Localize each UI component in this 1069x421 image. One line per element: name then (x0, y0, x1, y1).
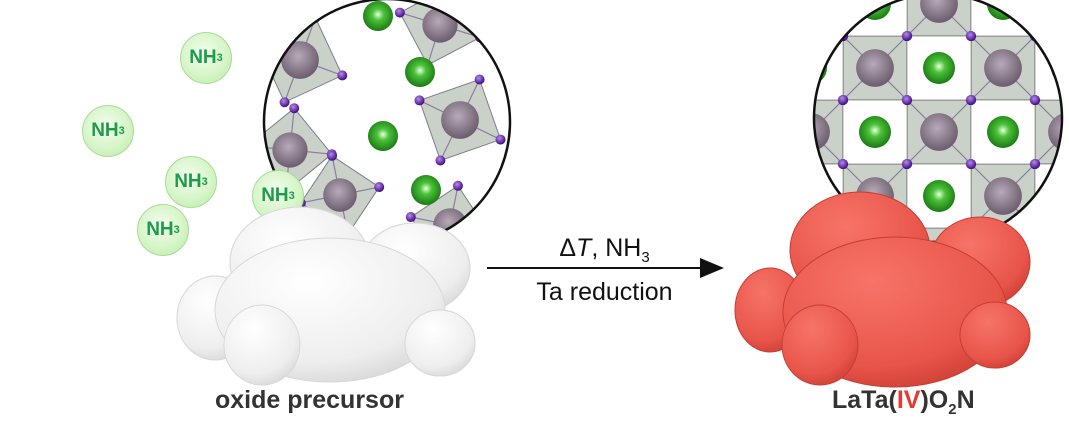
o-atom (902, 30, 913, 41)
o-atom (902, 95, 913, 106)
ta-atom (1048, 241, 1062, 242)
o-atom (374, 182, 385, 193)
ta-atom (814, 113, 830, 151)
oxide-precursor-particles (176, 206, 476, 386)
o-atom (414, 95, 425, 106)
ta-atom (422, 7, 458, 43)
ta-atom (323, 178, 357, 212)
la-atom (363, 1, 393, 31)
ta-o-bond (1034, 0, 1062, 5)
la-atom (368, 121, 398, 151)
ta-o-bond (496, 46, 510, 61)
o-atom (1030, 95, 1041, 106)
ta-atom (1048, 113, 1062, 151)
o-atom (966, 159, 977, 170)
ta-atom (272, 132, 308, 168)
la-atom (859, 116, 891, 148)
ta-atom (856, 49, 894, 87)
o-atom (838, 159, 849, 170)
o-atom (279, 97, 290, 108)
la-atom (923, 180, 955, 212)
la-atom (1051, 180, 1062, 212)
o-atom (243, 141, 253, 151)
ta-o-bond (449, 224, 490, 234)
ta-o-bond (540, 60, 583, 73)
ta-o-bond (540, 17, 553, 60)
o-atom (1029, 222, 1040, 233)
la-atom (923, 52, 955, 84)
oxide-precursor-label: oxide precursor (215, 386, 404, 414)
o-atom (966, 94, 977, 105)
ta-o-bond (779, 132, 811, 164)
o-atom (522, 98, 532, 108)
o-atom (435, 155, 446, 166)
ta-o-bond (814, 0, 844, 5)
ta-o-bond (779, 0, 811, 4)
ta-atom (521, 41, 559, 79)
o-atom (902, 158, 913, 169)
o-atom (838, 94, 849, 105)
o-atom (966, 31, 977, 42)
la-atom (405, 57, 435, 87)
o-atom (327, 150, 338, 161)
la-atom (814, 52, 827, 84)
o-atom (253, 40, 263, 50)
tao6-octahedron (814, 0, 844, 37)
o-atom (394, 7, 405, 18)
ta-o-bond (527, 60, 540, 103)
tao6-octahedron (496, 16, 510, 104)
reaction-description: Ta reduction (536, 278, 673, 306)
tao6-octahedron (1034, 227, 1062, 242)
product-label: LaTa(IV)O2N (832, 386, 975, 418)
o-atom (1030, 158, 1041, 169)
o-atom (405, 212, 416, 223)
ta-o-bond (814, 3, 844, 37)
ta-atom (814, 0, 830, 23)
ta-o-bond (1034, 227, 1062, 242)
o-atom (337, 70, 348, 81)
o-atom (774, 95, 784, 105)
ta-atom (984, 49, 1022, 87)
o-atom (774, 31, 784, 41)
o-atom (774, 159, 784, 169)
o-atom (548, 12, 558, 22)
ta-o-bond (1035, 260, 1067, 292)
product-particles (734, 191, 1031, 388)
o-atom (492, 41, 503, 52)
o-atom (1030, 223, 1041, 234)
o-atom (474, 74, 485, 85)
ta-atom (984, 177, 1022, 215)
la-atom (987, 116, 1019, 148)
la-atom (411, 175, 441, 205)
o-atom (774, 223, 784, 233)
ta-atom (1048, 0, 1062, 23)
ta-o-bond (779, 100, 811, 132)
o-atom (495, 134, 506, 145)
tao6-octahedron (1034, 0, 1062, 37)
reaction-conditions: ΔT, NH3 (559, 234, 650, 266)
ta-o-bond (1034, 3, 1062, 37)
o-atom (452, 180, 463, 191)
o-atom (1030, 287, 1040, 297)
o-atom (578, 68, 588, 78)
ta-atom (920, 0, 958, 23)
o-atom (289, 103, 300, 114)
ta-o-bond (779, 4, 811, 36)
ta-atom (441, 101, 479, 139)
ta-atom (281, 41, 319, 79)
ta-atom (920, 113, 958, 151)
